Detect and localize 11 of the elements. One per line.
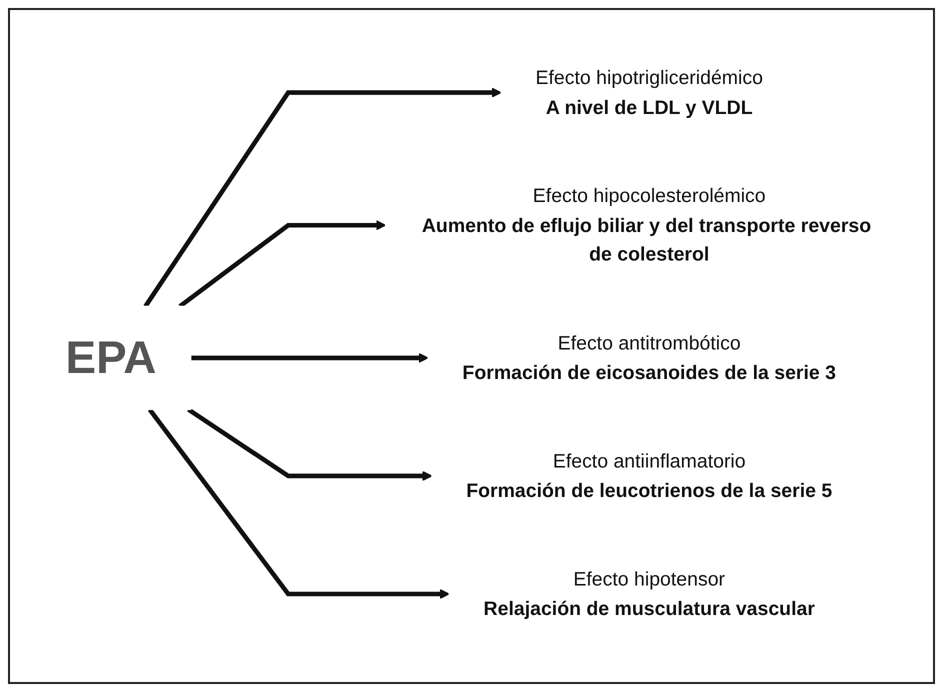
node-text: Efecto hipotrigliceridémico A nivel de LDL y VLDL <box>535 67 762 118</box>
node-text: Efecto antiinflamatorio Formación de leucotrienos de la serie 5 <box>466 450 832 502</box>
node-text: Efecto antitrombótico Formación de eicosanoides de la serie 3 <box>462 332 836 384</box>
arrow <box>147 408 450 600</box>
node-text: Efecto hipocolesterolémico Aumento de eflujo biliar y del transporte reverso de colesterol <box>421 185 871 266</box>
arrow <box>190 353 428 364</box>
arrow <box>143 88 502 308</box>
arrow <box>186 408 432 482</box>
node-text: EPA <box>65 332 156 384</box>
node-text: Efecto hipotensor Relajación de musculatura vascular <box>483 568 814 620</box>
arrow <box>178 220 386 308</box>
